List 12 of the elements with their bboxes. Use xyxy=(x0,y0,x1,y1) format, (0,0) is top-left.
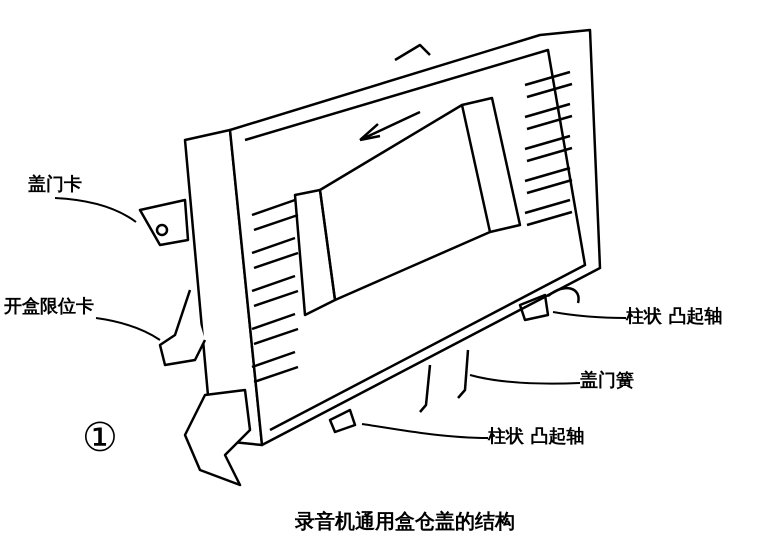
leader-line xyxy=(54,197,137,223)
part-label: 柱状 凸起轴 xyxy=(488,426,584,448)
figure-number: ① xyxy=(82,415,118,461)
part-label: 盖门簧 xyxy=(580,370,634,392)
leader-line xyxy=(96,317,161,341)
leader-line xyxy=(470,374,580,385)
leader-line xyxy=(552,311,626,319)
leader-line xyxy=(362,423,488,439)
part-label: 开盒限位卡 xyxy=(4,296,94,318)
part-label: 盖门卡 xyxy=(28,174,82,196)
part-label: 柱状 凸起轴 xyxy=(626,306,722,328)
figure-caption: 录音机通用盒仓盖的结构 xyxy=(295,508,515,535)
